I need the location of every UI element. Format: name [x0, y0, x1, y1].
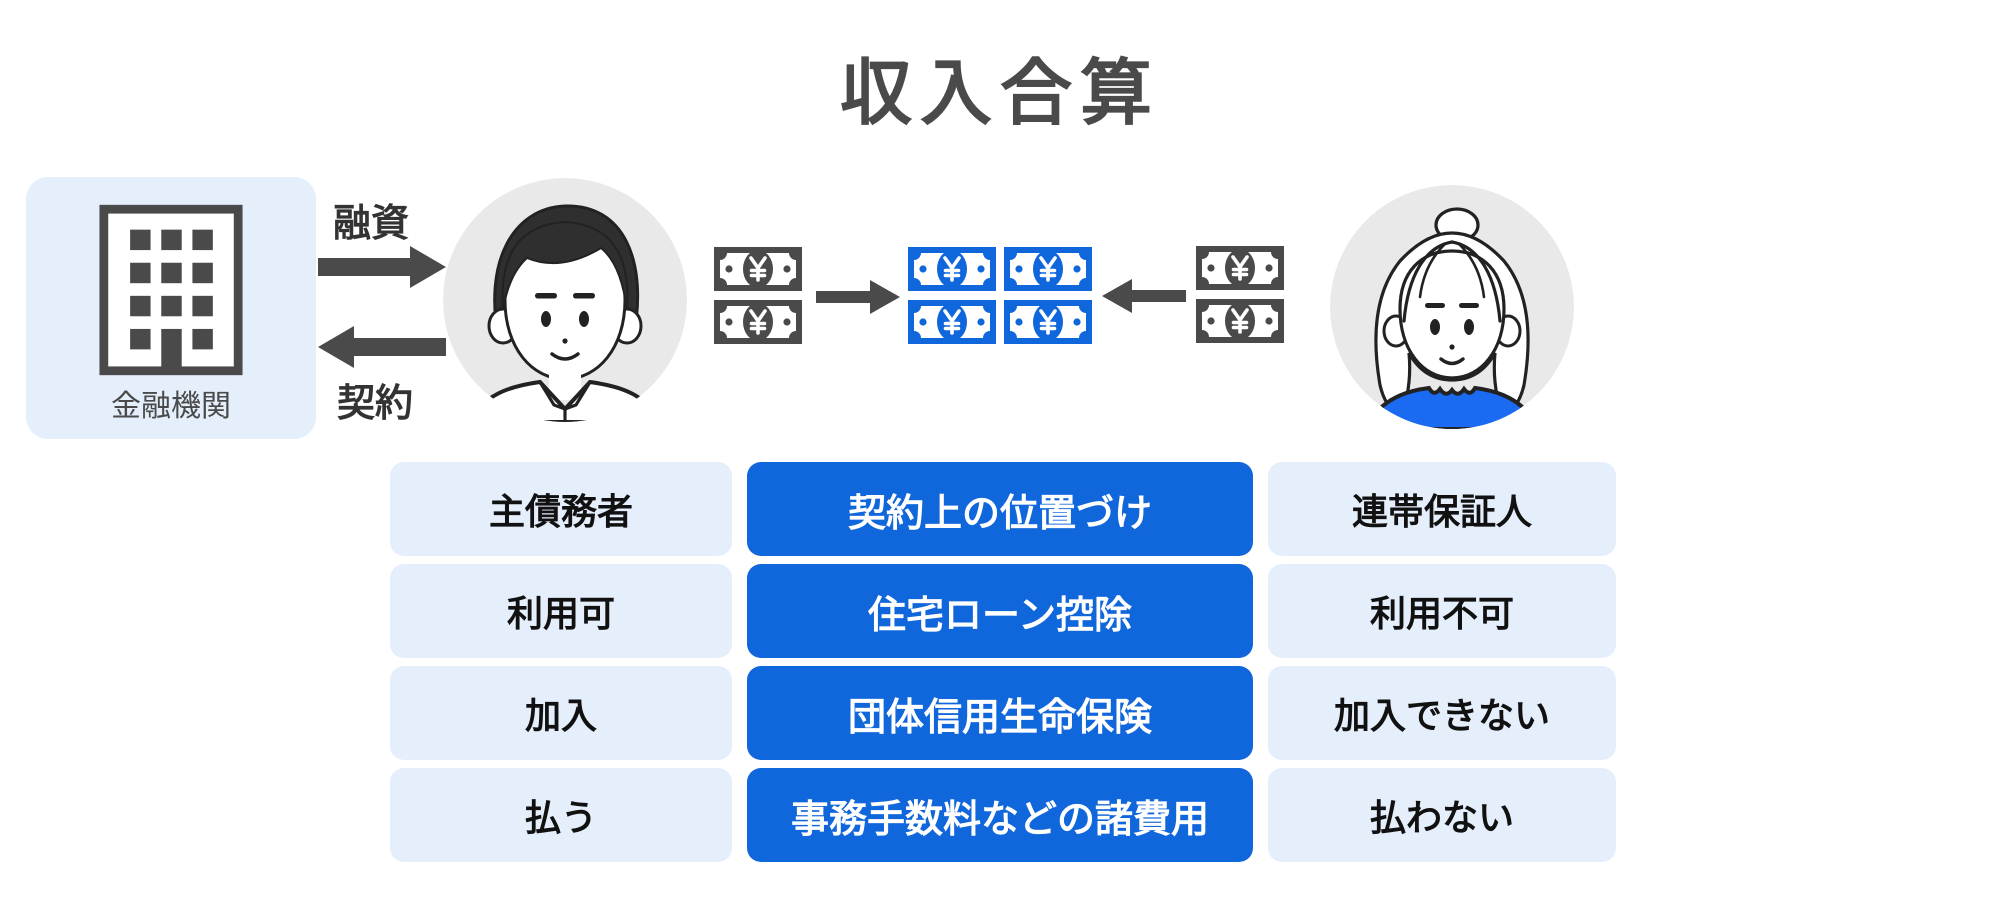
bank-card: 金融機関 [26, 177, 316, 439]
loan-label: 融資 [333, 201, 410, 245]
table-cell-borrower: 加入 [390, 666, 732, 760]
arrow-left-icon [1102, 279, 1186, 313]
table-cell-partner: 連帯保証人 [1268, 462, 1616, 556]
table-cell-category: 契約上の位置づけ [747, 462, 1253, 556]
arrow-left-icon [318, 326, 446, 368]
table-cell-category: 事務手数料などの諸費用 [747, 768, 1253, 862]
bank-label: 金融機関 [111, 389, 231, 424]
table-cell-partner: 利用不可 [1268, 564, 1616, 658]
yen-bill-icon [1196, 246, 1284, 290]
page-title: 収入合算 [839, 51, 1160, 135]
arrow-right-icon [816, 280, 900, 314]
yen-bill-icon [714, 247, 802, 291]
man-avatar-icon [443, 178, 687, 422]
table-cell-borrower: 払う [390, 768, 732, 862]
table-cell-partner: 加入できない [1268, 666, 1616, 760]
table-cell-borrower: 主債務者 [390, 462, 732, 556]
building-icon [99, 204, 243, 376]
table-cell-category: 団体信用生命保険 [747, 666, 1253, 760]
yen-bill-icon [908, 247, 996, 291]
yen-bill-icon [714, 300, 802, 344]
yen-bill-icon [1004, 300, 1092, 344]
yen-bill-icon [908, 300, 996, 344]
table-cell-partner: 払わない [1268, 768, 1616, 862]
yen-bill-icon [1196, 299, 1284, 343]
table-cell-category: 住宅ローン控除 [747, 564, 1253, 658]
yen-bill-icon [1004, 247, 1092, 291]
arrow-right-icon [318, 246, 446, 288]
comparison-table: 主債務者 契約上の位置づけ 連帯保証人 利用可 住宅ローン控除 利用不可 加入 … [390, 462, 1616, 862]
woman-avatar-icon [1330, 185, 1574, 429]
table-cell-borrower: 利用可 [390, 564, 732, 658]
contract-label: 契約 [337, 381, 414, 425]
